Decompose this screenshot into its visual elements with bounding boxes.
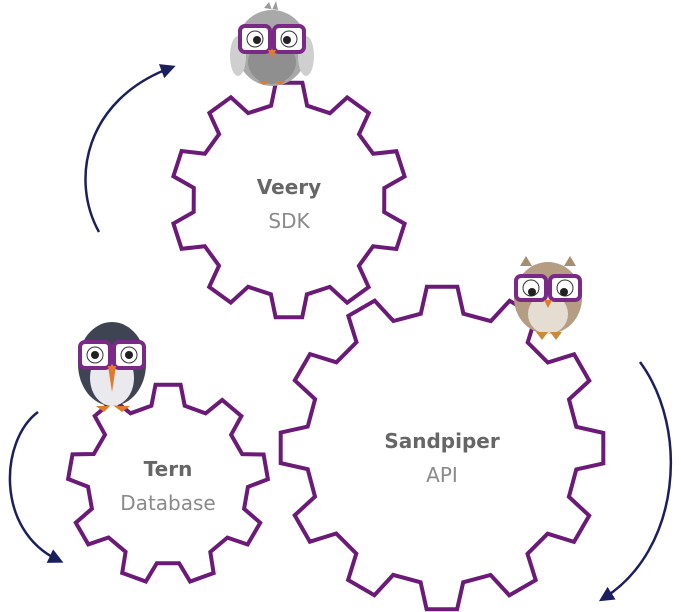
tern-gear-subtitle: Database <box>120 491 215 515</box>
sandpiper-gear-name: Sandpiper <box>384 429 500 453</box>
tern-penguin-mascot <box>78 322 146 412</box>
brown-owl-mascot <box>514 256 582 340</box>
tern-gear <box>65 382 271 584</box>
veery-gear-name: Veery <box>257 175 321 199</box>
curved-arrow-down-right <box>598 361 673 602</box>
sandpiper-gear <box>278 284 606 612</box>
veery-gear <box>170 80 408 320</box>
curved-arrow-down-left <box>8 410 64 563</box>
curved-arrow-up-right <box>84 64 176 233</box>
grey-bird-mascot <box>230 1 314 86</box>
sandpiper-gear-subtitle: API <box>426 463 458 487</box>
veery-gear-subtitle: SDK <box>268 209 310 233</box>
tern-gear-name: Tern <box>144 457 193 481</box>
